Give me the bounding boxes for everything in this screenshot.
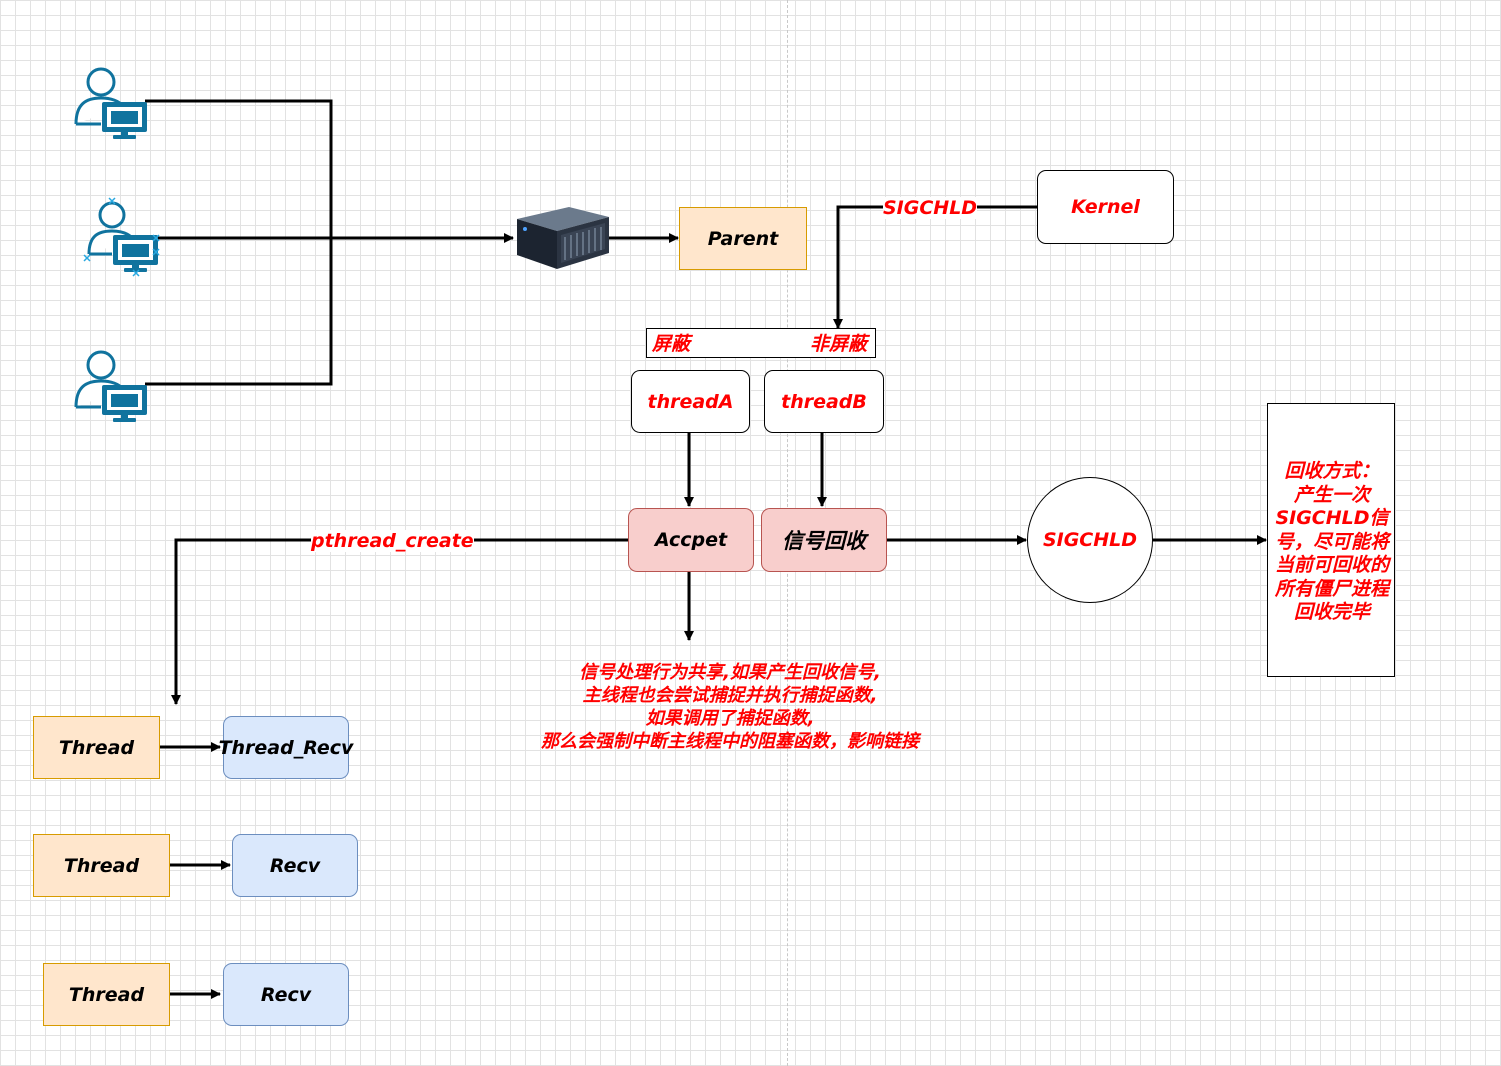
edge-pthread-create <box>171 538 628 705</box>
user-computer-icon <box>74 350 147 422</box>
user-computer-icon <box>74 67 147 139</box>
recv-node-1[interactable]: Thread_Recv <box>219 716 353 779</box>
thread-node-3[interactable]: Thread <box>43 963 170 1026</box>
reap-method-box <box>1267 403 1395 677</box>
thread-a-node[interactable]: threadA <box>631 370 750 433</box>
user-computer-icon <box>83 197 160 277</box>
recv-label: Thread_Recv <box>218 736 354 759</box>
recv-node-3[interactable]: Recv <box>223 963 349 1026</box>
parent-label: Parent <box>707 227 779 250</box>
thread-b-label: threadB <box>781 390 867 413</box>
thread-b-node[interactable]: threadB <box>764 370 884 433</box>
accept-node[interactable]: Accpet <box>628 508 754 572</box>
thread-node-1[interactable]: Thread <box>33 716 160 779</box>
reap-note-line: 号，尽可能将 <box>1274 530 1389 553</box>
parent-node[interactable]: Parent <box>679 207 807 270</box>
recv-label: Recv <box>269 854 321 877</box>
reap-note-line: 回收方式： <box>1284 460 1380 482</box>
kernel-label: Kernel <box>1071 196 1140 218</box>
edge-client1-bus <box>145 99 333 238</box>
server-icon <box>517 207 609 269</box>
recv-label: Recv <box>260 983 312 1006</box>
reap-note-line: 产生一次 <box>1293 483 1370 506</box>
kernel-node[interactable]: Kernel <box>1037 170 1174 244</box>
thread-a-label: threadA <box>647 390 734 413</box>
signal-reap-label: 信号回收 <box>782 529 866 553</box>
reap-note-line: 当前可回收的 <box>1274 554 1389 576</box>
pthread-create-edge-label: pthread_create <box>311 530 474 552</box>
mask-unblocked-label: 非屏蔽 <box>810 333 868 355</box>
reap-note-line: 回收完毕 <box>1293 601 1370 623</box>
reap-note-line: SIGCHLD信 <box>1275 507 1389 529</box>
recv-node-2[interactable]: Recv <box>232 834 358 897</box>
edge-client3-bus <box>145 238 333 386</box>
reap-method-note: 回收方式： 产生一次 SIGCHLD信 号，尽可能将 当前可回收的 所有僵尸进程… <box>1262 460 1402 625</box>
thread-label: Thread <box>68 983 145 1006</box>
thread-node-2[interactable]: Thread <box>33 834 170 897</box>
sigchld-circle-label: SIGCHLD <box>1042 529 1138 551</box>
signal-reap-node[interactable]: 信号回收 <box>761 508 887 572</box>
signal-mask-bar <box>646 328 876 358</box>
accept-label: Accpet <box>654 529 728 551</box>
thread-label: Thread <box>58 736 135 759</box>
signal-note-line: 信号处理行为共享,如果产生回收信号, <box>579 662 881 683</box>
sigchld-circle-node[interactable]: SIGCHLD <box>1027 477 1153 603</box>
edge-kernel-mask <box>833 205 1037 329</box>
thread-label: Thread <box>63 854 140 877</box>
mask-blocked-label: 屏蔽 <box>652 333 691 355</box>
reap-note-line: 所有僵尸进程 <box>1274 577 1389 600</box>
signal-sharing-note: 信号处理行为共享,如果产生回收信号, 主线程也会尝试捕捉并执行捕捉函数, 如果调… <box>480 661 980 753</box>
signal-note-line: 如果调用了捕捉函数, <box>645 708 815 729</box>
sigchld-edge-label: SIGCHLD <box>883 197 978 219</box>
signal-note-line: 那么会强制中断主线程中的阻塞函数，影响链接 <box>541 731 919 752</box>
signal-note-line: 主线程也会尝试捕捉并执行捕捉函数, <box>582 685 878 706</box>
